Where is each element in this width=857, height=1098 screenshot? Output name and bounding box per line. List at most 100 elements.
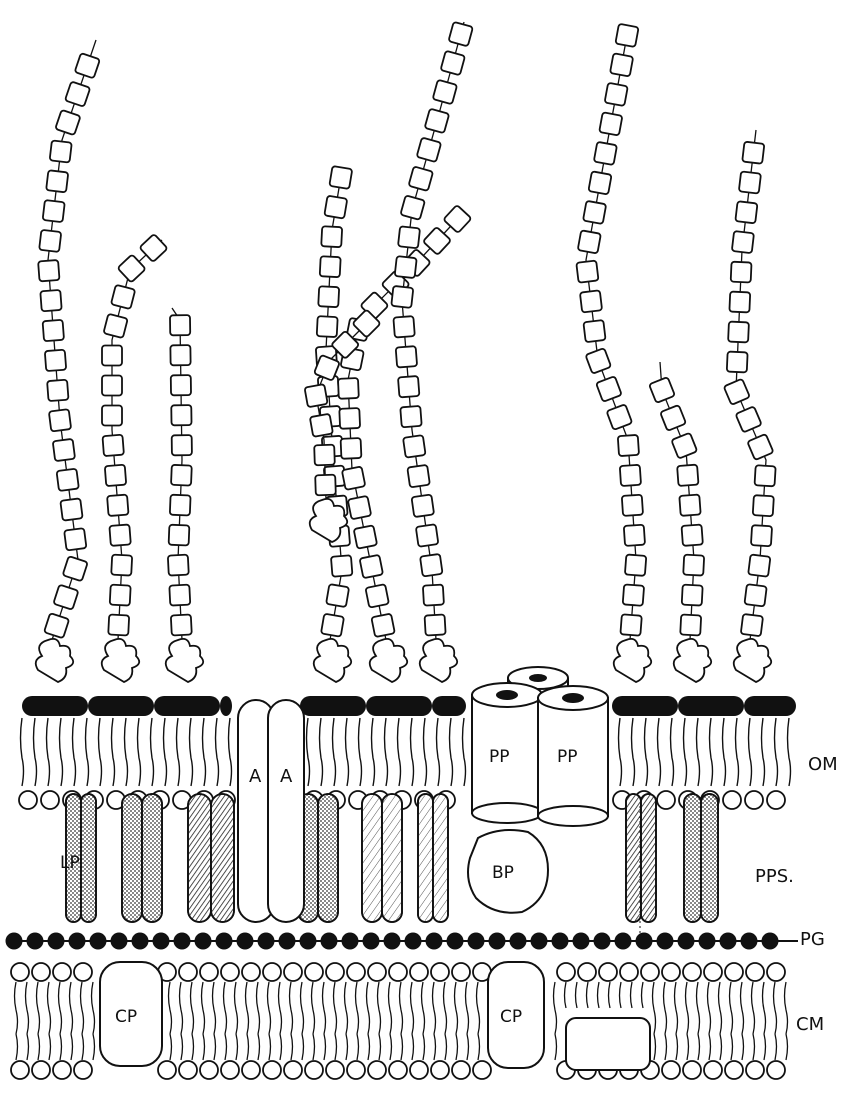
sugar-unit bbox=[681, 524, 702, 545]
lipid-a-band bbox=[22, 696, 232, 716]
cm-inner-head bbox=[53, 1061, 71, 1079]
sugar-unit bbox=[111, 285, 135, 309]
sugar-unit bbox=[739, 171, 761, 193]
pg-bead bbox=[573, 933, 590, 950]
sugar-unit bbox=[433, 80, 458, 105]
om-lipid bbox=[736, 718, 739, 786]
lipoproteins: LP bbox=[60, 794, 718, 922]
cm-tail bbox=[191, 982, 194, 1034]
cm-inner-head bbox=[284, 1061, 302, 1079]
cm-outer-head bbox=[452, 963, 470, 981]
cm-tail bbox=[378, 982, 381, 1034]
lipid-a-blob bbox=[432, 696, 466, 716]
om-lipid bbox=[86, 718, 89, 786]
cm-tail bbox=[422, 982, 425, 1034]
sugar-unit bbox=[108, 615, 129, 636]
sugar-unit bbox=[677, 465, 698, 486]
sugar-unit bbox=[60, 498, 82, 520]
lipid-a-blob bbox=[366, 696, 432, 716]
om-inner-head bbox=[657, 791, 675, 809]
sugar-unit bbox=[324, 196, 347, 219]
sugar-unit bbox=[408, 166, 433, 191]
om-lipid bbox=[138, 718, 141, 786]
cm-outer-head bbox=[179, 963, 197, 981]
om-lipid bbox=[99, 718, 102, 786]
pg-bead bbox=[489, 933, 506, 950]
cm-inner-head bbox=[158, 1061, 176, 1079]
sugar-unit bbox=[751, 525, 772, 546]
sugar-unit bbox=[64, 528, 86, 550]
binding-protein-bp: BP bbox=[468, 830, 548, 913]
sugar-unit bbox=[53, 585, 78, 610]
sugar-unit bbox=[583, 201, 606, 224]
sugar-unit bbox=[742, 142, 764, 164]
cm-tail bbox=[180, 982, 183, 1034]
sugar-unit bbox=[44, 613, 69, 638]
sugar-unit bbox=[624, 525, 645, 546]
cm-tail bbox=[290, 982, 293, 1034]
om-lipid bbox=[424, 718, 427, 786]
cm-tail bbox=[169, 982, 172, 1034]
cm-tail bbox=[686, 982, 689, 1034]
sugar-unit bbox=[47, 380, 68, 401]
cm-tail bbox=[367, 982, 370, 1034]
sugar-unit bbox=[102, 346, 122, 366]
pg-bead bbox=[741, 933, 758, 950]
core-oligosaccharide bbox=[166, 639, 203, 682]
cm-outer-head bbox=[746, 963, 764, 981]
sugar-unit bbox=[596, 376, 622, 402]
cm-tail bbox=[653, 982, 656, 1034]
sugar-unit bbox=[727, 352, 748, 373]
sugar-unit bbox=[417, 137, 442, 162]
sugar-unit bbox=[398, 376, 419, 397]
cytoplasmic-protein-right: CP bbox=[488, 962, 544, 1068]
cm-outer-head bbox=[200, 963, 218, 981]
sugar-unit bbox=[321, 614, 344, 637]
sugar-unit bbox=[735, 201, 757, 223]
sugar-unit bbox=[395, 256, 417, 278]
om-lipid bbox=[34, 718, 37, 786]
sugar-unit bbox=[172, 435, 192, 455]
sugar-unit bbox=[317, 316, 338, 337]
om-lipid bbox=[372, 718, 375, 786]
cm-inner-head bbox=[200, 1061, 218, 1079]
cm-outer-head bbox=[767, 963, 785, 981]
cm-inner-head bbox=[746, 1061, 764, 1079]
pp-label-right: PP bbox=[557, 747, 578, 767]
sugar-unit bbox=[607, 404, 633, 430]
sugar-unit bbox=[38, 260, 59, 281]
label-om: OM bbox=[808, 754, 838, 775]
pg-bead bbox=[363, 933, 380, 950]
core-oligosaccharide bbox=[36, 639, 73, 682]
sugar-unit bbox=[53, 439, 75, 461]
cm-tail bbox=[202, 982, 205, 1034]
om-lipid bbox=[658, 718, 661, 786]
cm-inner-head bbox=[74, 1061, 92, 1079]
cm-inner-head bbox=[32, 1061, 50, 1079]
sugar-unit bbox=[735, 406, 761, 432]
sugar-unit bbox=[576, 260, 598, 282]
cm-inner-head bbox=[431, 1061, 449, 1079]
cm-inner-head bbox=[725, 1061, 743, 1079]
sugar-unit bbox=[105, 465, 126, 486]
lipoprotein bbox=[122, 794, 162, 922]
cm-tail bbox=[279, 982, 282, 1034]
cm-inner-head bbox=[389, 1061, 407, 1079]
sugar-unit bbox=[403, 435, 426, 458]
om-lipid bbox=[762, 718, 765, 786]
sugar-unit bbox=[425, 614, 446, 635]
sugar-unit bbox=[615, 24, 638, 47]
polysaccharide-chain bbox=[36, 40, 100, 682]
cm-tail bbox=[268, 982, 271, 1034]
sugar-unit bbox=[170, 345, 190, 365]
protein-aa: A A bbox=[238, 700, 304, 922]
om-lipid bbox=[359, 718, 362, 786]
sugar-unit bbox=[731, 262, 752, 283]
bp-label: BP bbox=[492, 863, 514, 883]
sugar-unit bbox=[448, 22, 473, 47]
cm-outer-head bbox=[32, 963, 50, 981]
sugar-unit bbox=[75, 53, 100, 78]
cp-label-right: CP bbox=[500, 1007, 522, 1027]
sugar-unit bbox=[65, 81, 90, 106]
lipoprotein bbox=[626, 794, 656, 922]
